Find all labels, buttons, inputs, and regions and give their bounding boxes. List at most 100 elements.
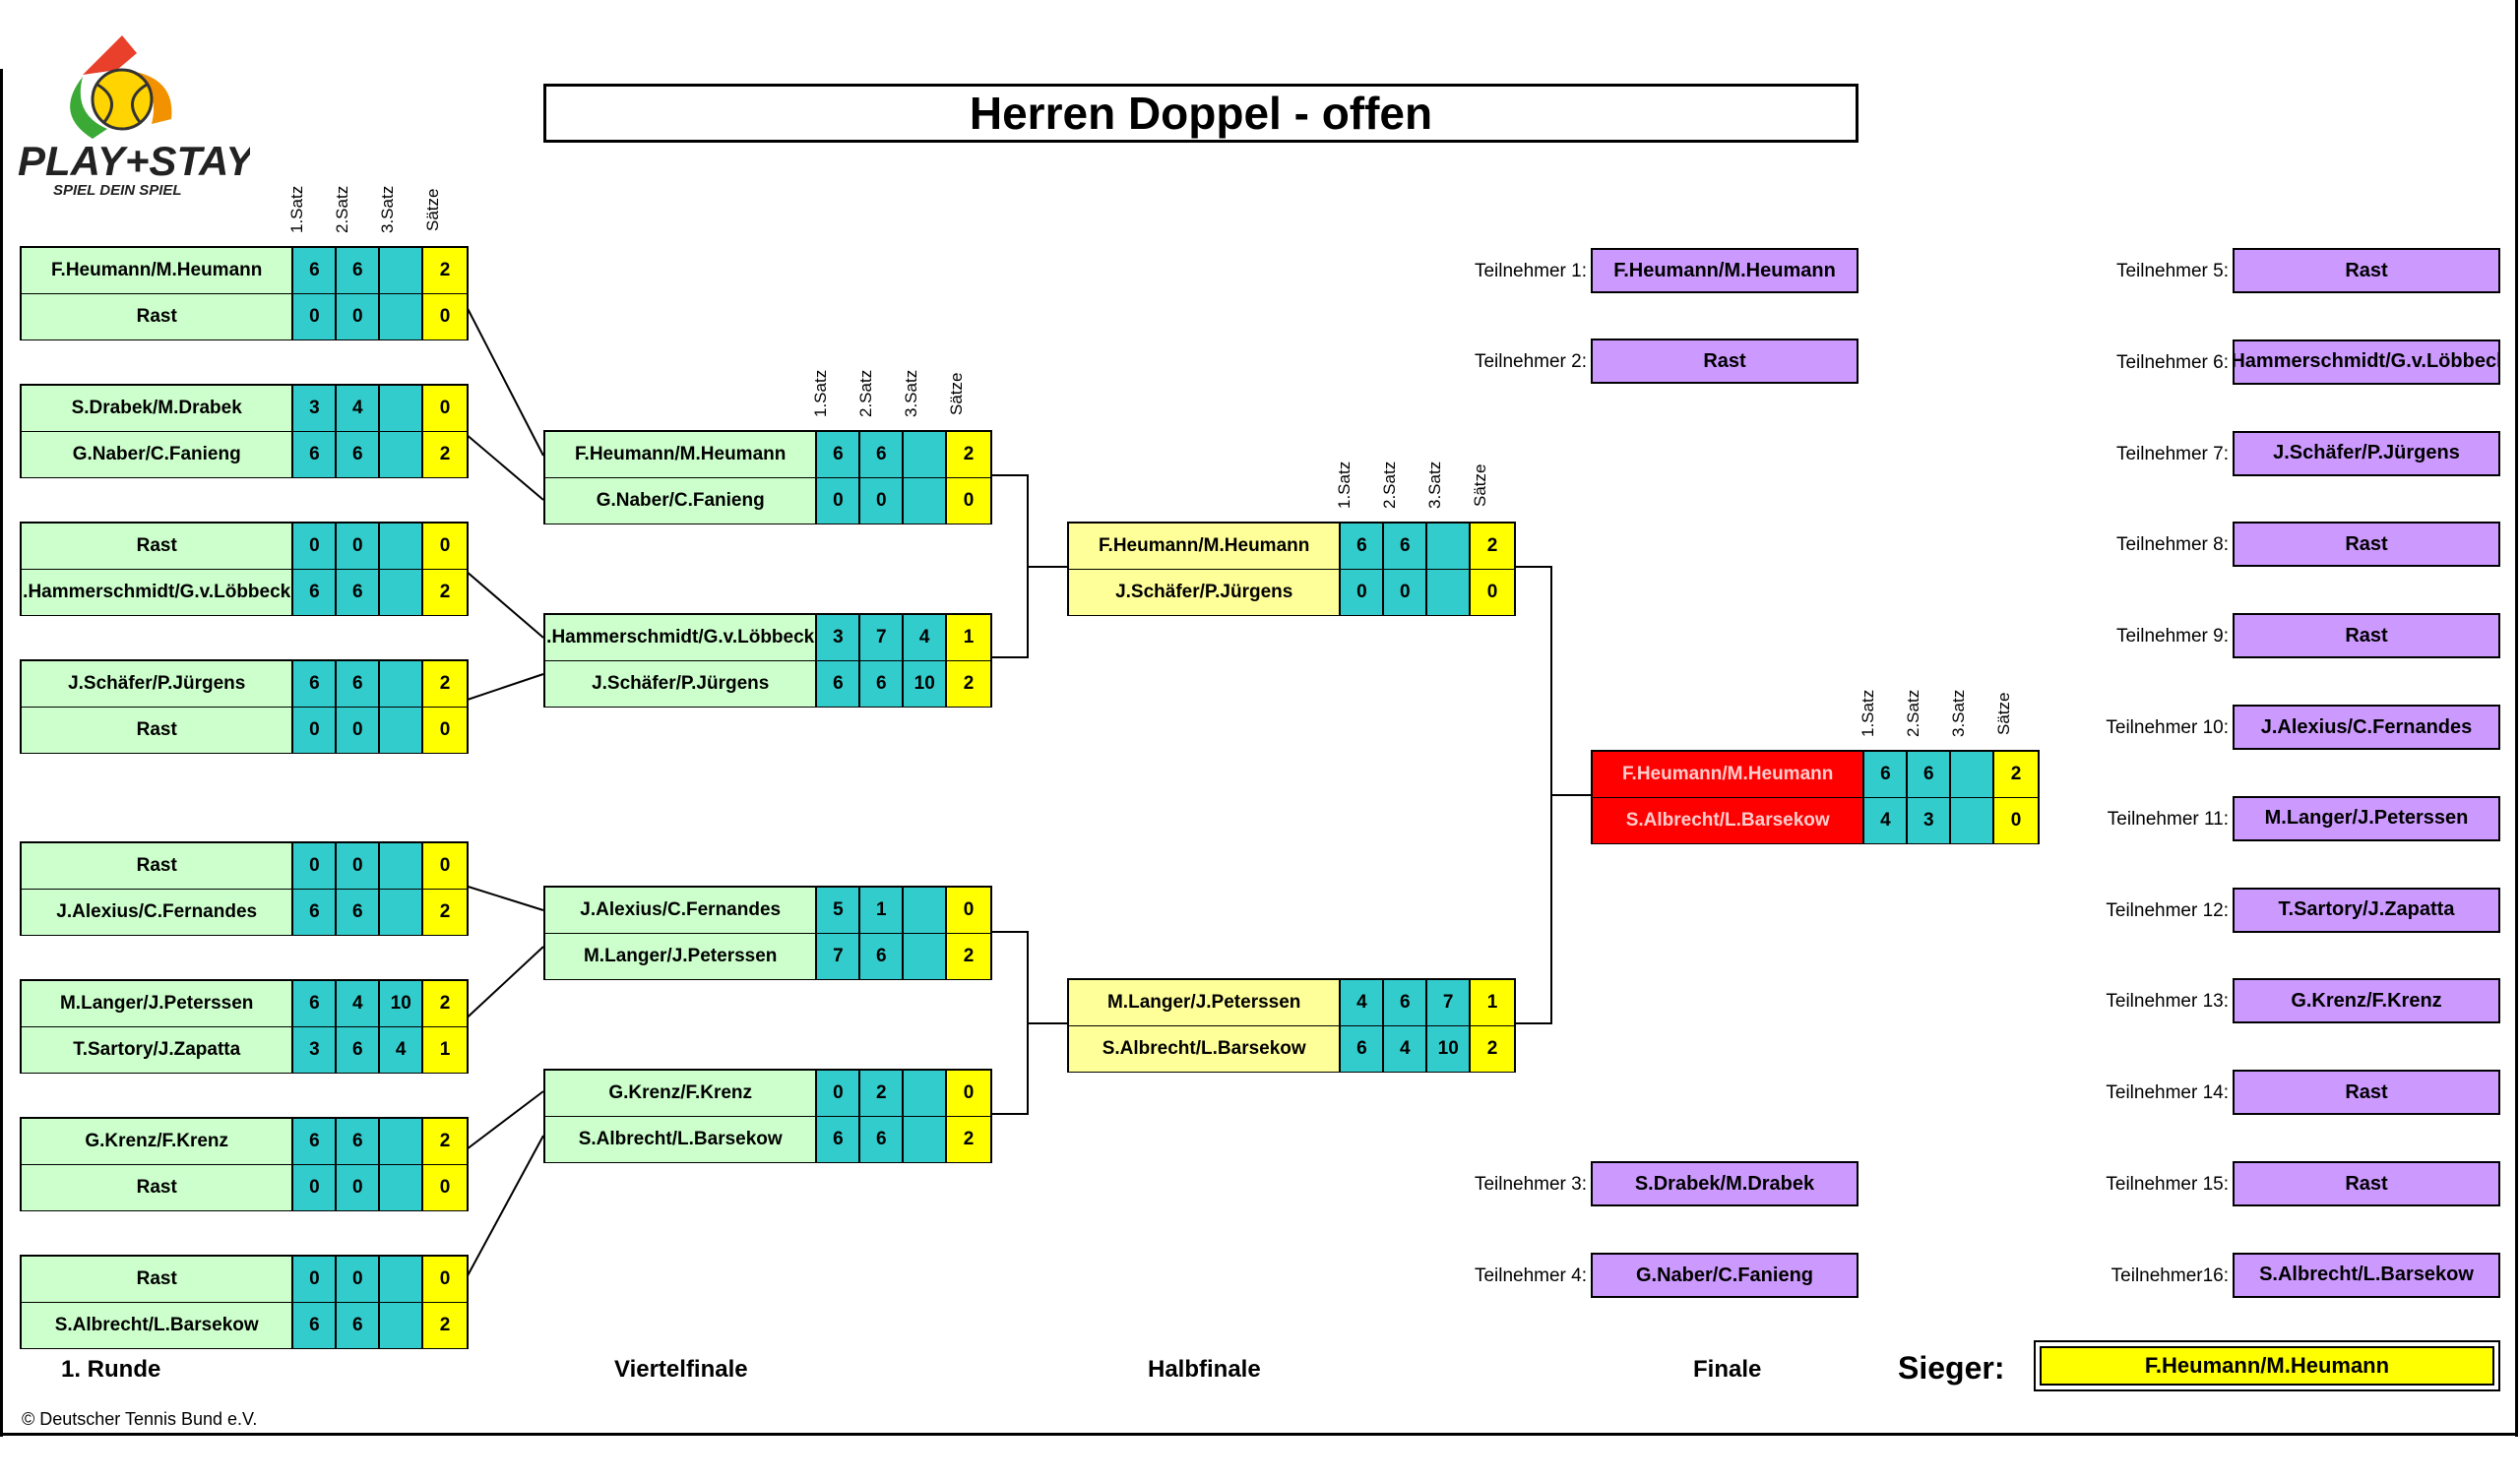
sets-won: 1 — [1471, 980, 1514, 1025]
set-score-2: 6 — [1384, 524, 1428, 569]
set-score-1: 6 — [293, 1303, 338, 1348]
set-score-1: 3 — [817, 615, 861, 660]
participant-name-box: Rast — [1591, 339, 1858, 384]
set-score-1: 3 — [293, 1027, 338, 1073]
participant-label: Teilnehmer 9: — [2115, 626, 2229, 648]
set-score-2: 6 — [1908, 752, 1952, 797]
frame-right-line — [2515, 0, 2518, 1437]
player-name: F.Heumann/M.Heumann — [1069, 524, 1342, 569]
set-score-2: 7 — [860, 615, 905, 660]
set-header: 1.Satz — [1335, 461, 1354, 510]
participant-label: Teilnehmer 5: — [2115, 261, 2229, 281]
set-score-3 — [380, 432, 424, 477]
set-score-1: 6 — [293, 432, 338, 477]
set-score-3 — [904, 478, 948, 524]
sets-won: 2 — [423, 432, 467, 477]
set-score-1: 0 — [293, 524, 338, 569]
set-header: 3.Satz — [378, 185, 397, 234]
set-score-2: 6 — [337, 661, 381, 707]
set-score-3 — [904, 1117, 948, 1162]
set-header: 1.Satz — [811, 369, 830, 418]
participant-label: Teilnehmer16: — [2110, 1264, 2229, 1286]
participant-label: Teilnehmer 12: — [2106, 899, 2229, 921]
set-score-2: 3 — [1908, 798, 1952, 843]
set-score-2: 6 — [860, 934, 905, 979]
set-score-2: 6 — [860, 432, 905, 477]
set-score-3 — [904, 432, 948, 477]
page-title: Herren Doppel - offen — [543, 84, 1858, 143]
set-score-3 — [380, 843, 424, 889]
set-score-3 — [380, 1165, 424, 1210]
set-score-1: 0 — [1341, 570, 1385, 615]
set-header: 1.Satz — [1858, 689, 1877, 738]
round-label-f: Finale — [1693, 1356, 1762, 1383]
participant-name-box: M.Langer/J.Peterssen — [2233, 795, 2500, 841]
player-name: Rast — [22, 708, 294, 753]
set-score-1: 6 — [817, 1117, 861, 1162]
player-name: J.Schäfer/P.Jürgens — [1069, 570, 1342, 615]
set-score-1: 0 — [817, 1071, 861, 1116]
player-name: M.Langer/J.Peterssen — [545, 934, 818, 979]
set-header: Sätze — [1471, 463, 1489, 507]
winner-name: F.Heumann/M.Heumann — [2040, 1346, 2494, 1386]
set-score-2: 0 — [337, 1257, 381, 1302]
player-name: M.Langer/J.Peterssen — [22, 981, 294, 1026]
set-header: 3.Satz — [1425, 461, 1444, 510]
player-name: Rast — [22, 524, 294, 569]
set-score-2: 0 — [1384, 570, 1428, 615]
participant-label: Teilnehmer 14: — [2106, 1082, 2229, 1104]
sets-won: 2 — [423, 1119, 467, 1164]
participant-label: Teilnehmer 6: — [2115, 351, 2229, 373]
participant-name-box: Rast — [2233, 1161, 2500, 1206]
set-score-3: 4 — [904, 615, 948, 660]
set-score-3 — [380, 294, 424, 339]
set-score-2: 0 — [337, 1165, 381, 1210]
sets-won: 0 — [423, 1165, 467, 1210]
set-header: 3.Satz — [902, 369, 920, 418]
sets-won: 0 — [423, 1257, 467, 1302]
set-score-1: 3 — [293, 386, 338, 431]
set-header: 2.Satz — [856, 369, 875, 418]
set-score-2: 6 — [337, 1303, 381, 1348]
set-score-3 — [380, 1257, 424, 1302]
participant-label: Teilnehmer 1: — [1474, 261, 1587, 281]
sets-won: 0 — [423, 708, 467, 753]
player-name: J.Hammerschmidt/G.v.Löbbecke — [545, 615, 818, 660]
set-score-2: 0 — [337, 294, 381, 339]
sets-won: 0 — [1471, 570, 1514, 615]
set-header: 2.Satz — [333, 185, 351, 234]
set-score-2: 1 — [860, 888, 905, 933]
player-name: F.Heumann/M.Heumann — [1593, 752, 1865, 797]
participant-name-box: Rast — [2233, 248, 2500, 293]
participant-label: Teilnehmer 10: — [2106, 717, 2229, 738]
set-score-3 — [380, 524, 424, 569]
sets-won: 2 — [947, 934, 990, 979]
set-score-2: 6 — [337, 1027, 381, 1073]
set-score-2: 6 — [1384, 980, 1428, 1025]
set-score-1: 6 — [293, 248, 338, 293]
participant-name-box: Rast — [2233, 613, 2500, 659]
player-name: S.Drabek/M.Drabek — [22, 386, 294, 431]
participant-name-box: T.Sartory/J.Zapatta — [2233, 887, 2500, 933]
sets-won: 0 — [1994, 798, 2038, 843]
participant-label: Teilnehmer 4: — [1474, 1265, 1587, 1286]
logo-tagline-text: SPIEL DEIN SPIEL — [53, 182, 182, 199]
